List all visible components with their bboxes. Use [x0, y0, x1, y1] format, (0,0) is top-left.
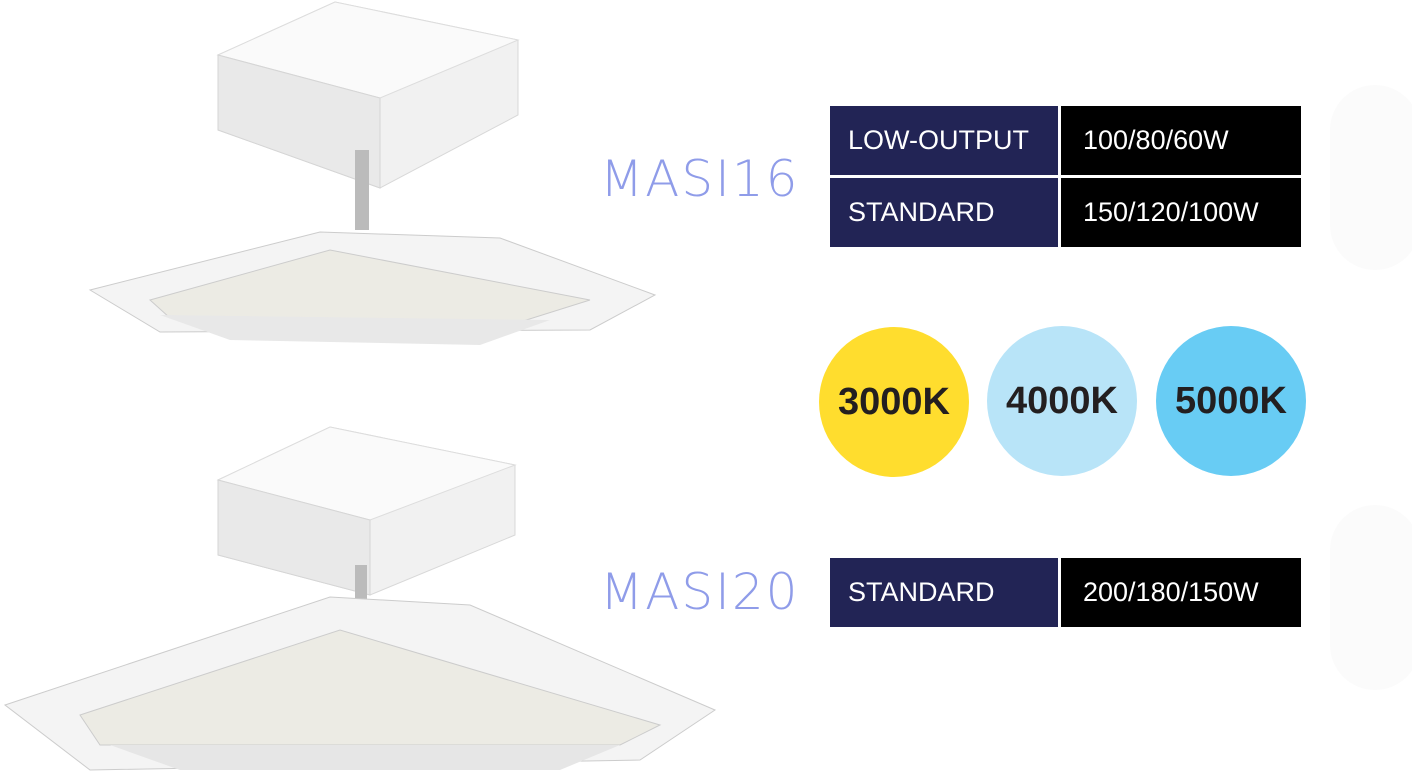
table-row: STANDARD 150/120/100W [830, 178, 1301, 247]
masi20-spec-table: STANDARD 200/180/150W [827, 555, 1304, 630]
model-name-masi20: MASI20 [600, 563, 800, 621]
color-temp-3000k: 3000K [819, 327, 969, 477]
table-row: LOW-OUTPUT 100/80/60W [830, 106, 1301, 175]
masi16-spec-table: LOW-OUTPUT 100/80/60W STANDARD 150/120/1… [827, 103, 1304, 250]
spec-value: 150/120/100W [1061, 178, 1301, 247]
spec-value: 100/80/60W [1061, 106, 1301, 175]
color-temp-5000k: 5000K [1156, 326, 1306, 476]
spec-label: STANDARD [830, 178, 1058, 247]
masi20-fixture-image [3, 426, 717, 771]
decorative-shape [1330, 85, 1412, 270]
spec-label: LOW-OUTPUT [830, 106, 1058, 175]
masi16-fixture-image [88, 1, 657, 345]
spec-label: STANDARD [830, 558, 1058, 627]
model-name-masi16: MASI16 [600, 150, 800, 208]
spec-value: 200/180/150W [1061, 558, 1301, 627]
decorative-shape [1330, 505, 1412, 690]
table-row: STANDARD 200/180/150W [830, 558, 1301, 627]
color-temp-4000k: 4000K [987, 326, 1137, 476]
